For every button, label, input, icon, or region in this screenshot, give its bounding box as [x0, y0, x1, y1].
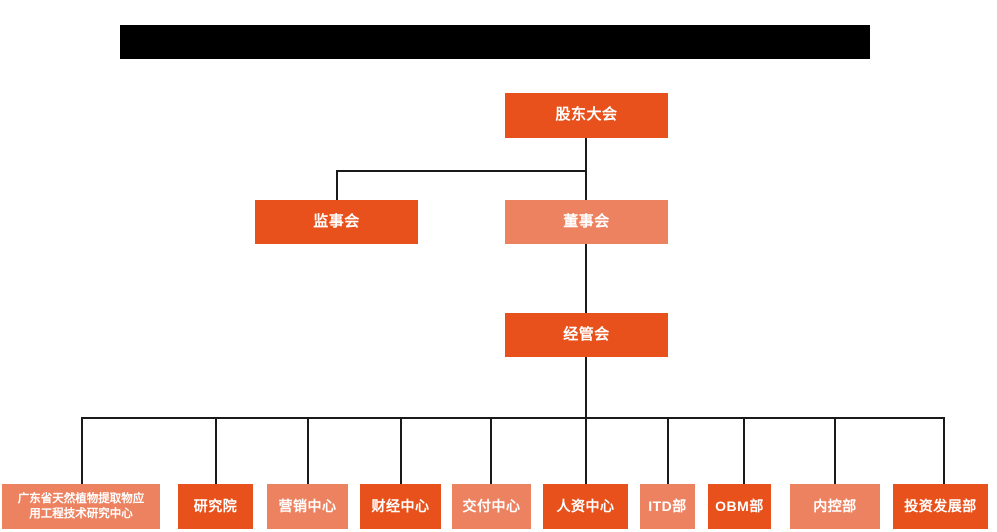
connector-drop-internal-control: [834, 417, 836, 484]
node-board-of-supervisors[interactable]: 监事会: [255, 200, 418, 244]
node-label-itd-department: ITD部: [648, 497, 687, 514]
node-label-internal-control-department: 内控部: [813, 497, 857, 514]
node-label-research-institute: 研究院: [193, 497, 238, 514]
node-label-management-committee: 经管会: [563, 325, 610, 343]
node-internal-control-department[interactable]: 内控部: [790, 484, 880, 529]
connector-drop-hr-center: [585, 417, 587, 484]
connector-drop-guangdong-research-center: [81, 417, 83, 484]
node-delivery-center[interactable]: 交付中心: [452, 484, 531, 529]
node-label-shareholders-meeting: 股东大会: [555, 106, 618, 124]
connector-drop-delivery-center: [490, 417, 492, 484]
node-marketing-center[interactable]: 营销中心: [267, 484, 348, 529]
connector-branch-bar-level2: [336, 170, 587, 172]
node-label-investment-development-department: 投资发展部: [904, 497, 977, 514]
node-label-marketing-center: 营销中心: [278, 497, 337, 514]
node-investment-development-department[interactable]: 投资发展部: [893, 484, 988, 529]
node-label-delivery-center: 交付中心: [462, 497, 521, 514]
connector-management-to-department-bus: [585, 357, 587, 419]
redacted-title-bar: [120, 25, 870, 59]
connector-branch-to-supervisors: [336, 170, 338, 200]
connector-directors-to-management: [585, 244, 587, 313]
connector-branch-to-directors: [585, 170, 587, 200]
node-research-institute[interactable]: 研究院: [178, 484, 253, 529]
node-label-line-1: 广东省天然植物提取物应: [17, 493, 145, 506]
connector-department-bus: [81, 417, 945, 419]
node-board-of-directors[interactable]: 董事会: [505, 200, 668, 244]
node-label-guangdong-research-center: 广东省天然植物提取物应 用工程技术研究中心: [18, 492, 145, 521]
connector-drop-investment-development: [943, 417, 945, 484]
node-label-line-2: 用工程技术研究中心: [29, 507, 133, 520]
node-label-obm-department: OBM部: [715, 497, 764, 514]
connector-drop-itd-department: [667, 417, 669, 484]
node-label-board-of-directors: 董事会: [563, 212, 610, 230]
node-label-hr-center: 人资中心: [556, 497, 615, 514]
connector-drop-finance-center: [400, 417, 402, 484]
node-shareholders-meeting[interactable]: 股东大会: [505, 93, 668, 138]
node-itd-department[interactable]: ITD部: [640, 484, 695, 529]
node-obm-department[interactable]: OBM部: [708, 484, 771, 529]
connector-drop-obm-department: [743, 417, 745, 484]
node-management-committee[interactable]: 经管会: [505, 313, 668, 357]
node-hr-center[interactable]: 人资中心: [543, 484, 628, 529]
connector-drop-research-institute: [215, 417, 217, 484]
node-label-board-of-supervisors: 监事会: [313, 212, 360, 230]
node-guangdong-research-center[interactable]: 广东省天然植物提取物应 用工程技术研究中心: [2, 484, 160, 529]
node-label-finance-center: 财经中心: [371, 497, 430, 514]
connector-drop-marketing-center: [307, 417, 309, 484]
node-finance-center[interactable]: 财经中心: [360, 484, 441, 529]
connector-shareholders-to-branch: [585, 138, 587, 171]
